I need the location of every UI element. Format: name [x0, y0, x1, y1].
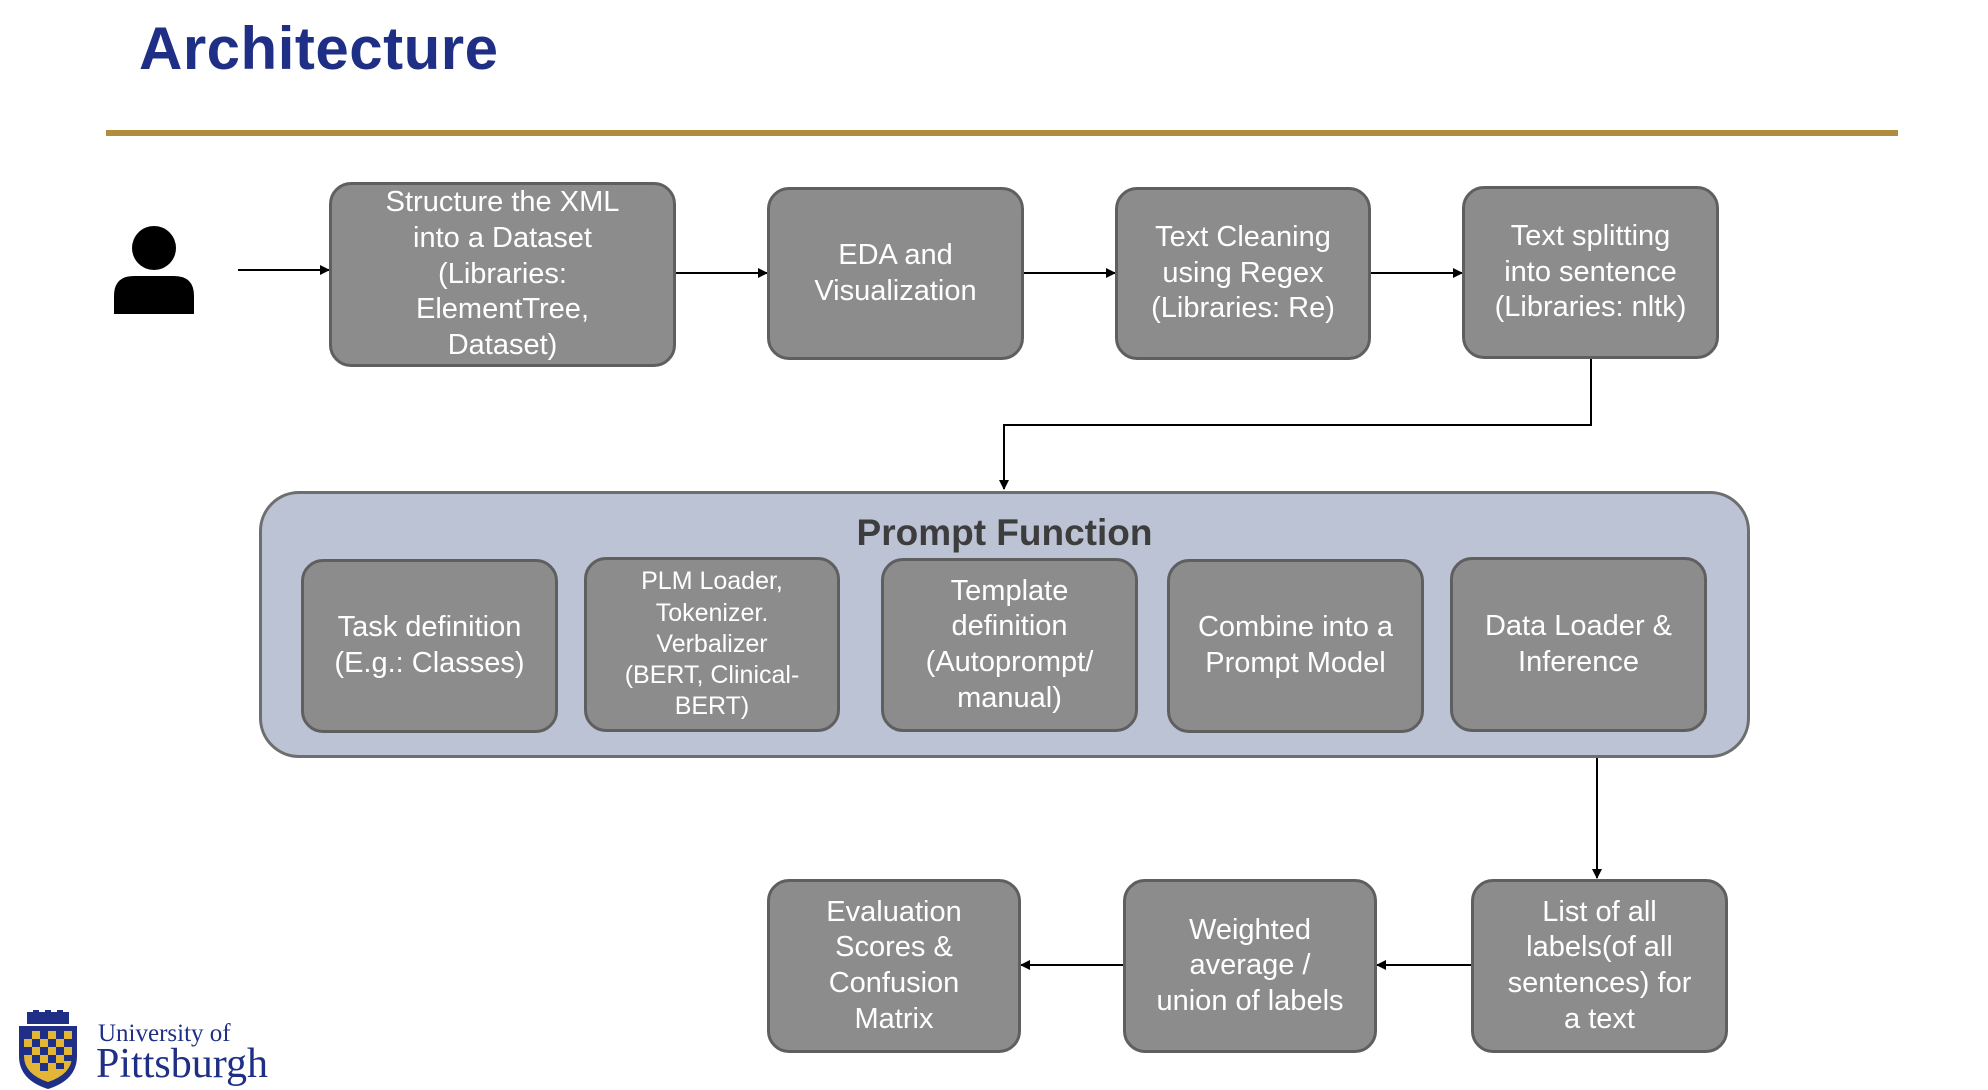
slide-title: Architecture — [139, 15, 499, 82]
output-evaluation: Evaluation Scores & Confusion Matrix — [767, 879, 1021, 1053]
prompt-item-combine-model: Combine into a Prompt Model — [1167, 559, 1424, 733]
logo-text-pittsburgh: Pittsburgh — [96, 1041, 268, 1087]
step-text-splitting: Text splitting into sentence (Libraries:… — [1462, 186, 1719, 359]
prompt-item-template-definition: Template definition (Autoprompt/ manual) — [881, 558, 1138, 732]
prompt-function-title: Prompt Function — [856, 512, 1153, 553]
output-weighted-average: Weighted average / union of labels — [1123, 879, 1377, 1053]
title-divider — [106, 130, 1898, 136]
connector-splitting-to-prompt — [999, 359, 1592, 490]
university-shield-icon — [19, 1010, 77, 1089]
prompt-item-plm-loader: PLM Loader, Tokenizer. Verbalizer (BERT,… — [584, 557, 840, 732]
step-eda-visualization: EDA and Visualization — [767, 187, 1024, 360]
logo-text-university-of: University of — [98, 1020, 231, 1047]
step-text-cleaning: Text Cleaning using Regex (Libraries: Re… — [1115, 187, 1371, 360]
output-labels-list: List of all labels(of all sentences) for… — [1471, 879, 1728, 1053]
prompt-item-task-definition: Task definition (E.g.: Classes) — [301, 559, 558, 733]
university-logo: University of Pittsburgh — [15, 1010, 285, 1090]
prompt-item-data-loader: Data Loader & Inference — [1450, 557, 1707, 732]
person-icon — [114, 226, 194, 314]
step-structure-xml: Structure the XML into a Dataset (Librar… — [329, 182, 676, 367]
